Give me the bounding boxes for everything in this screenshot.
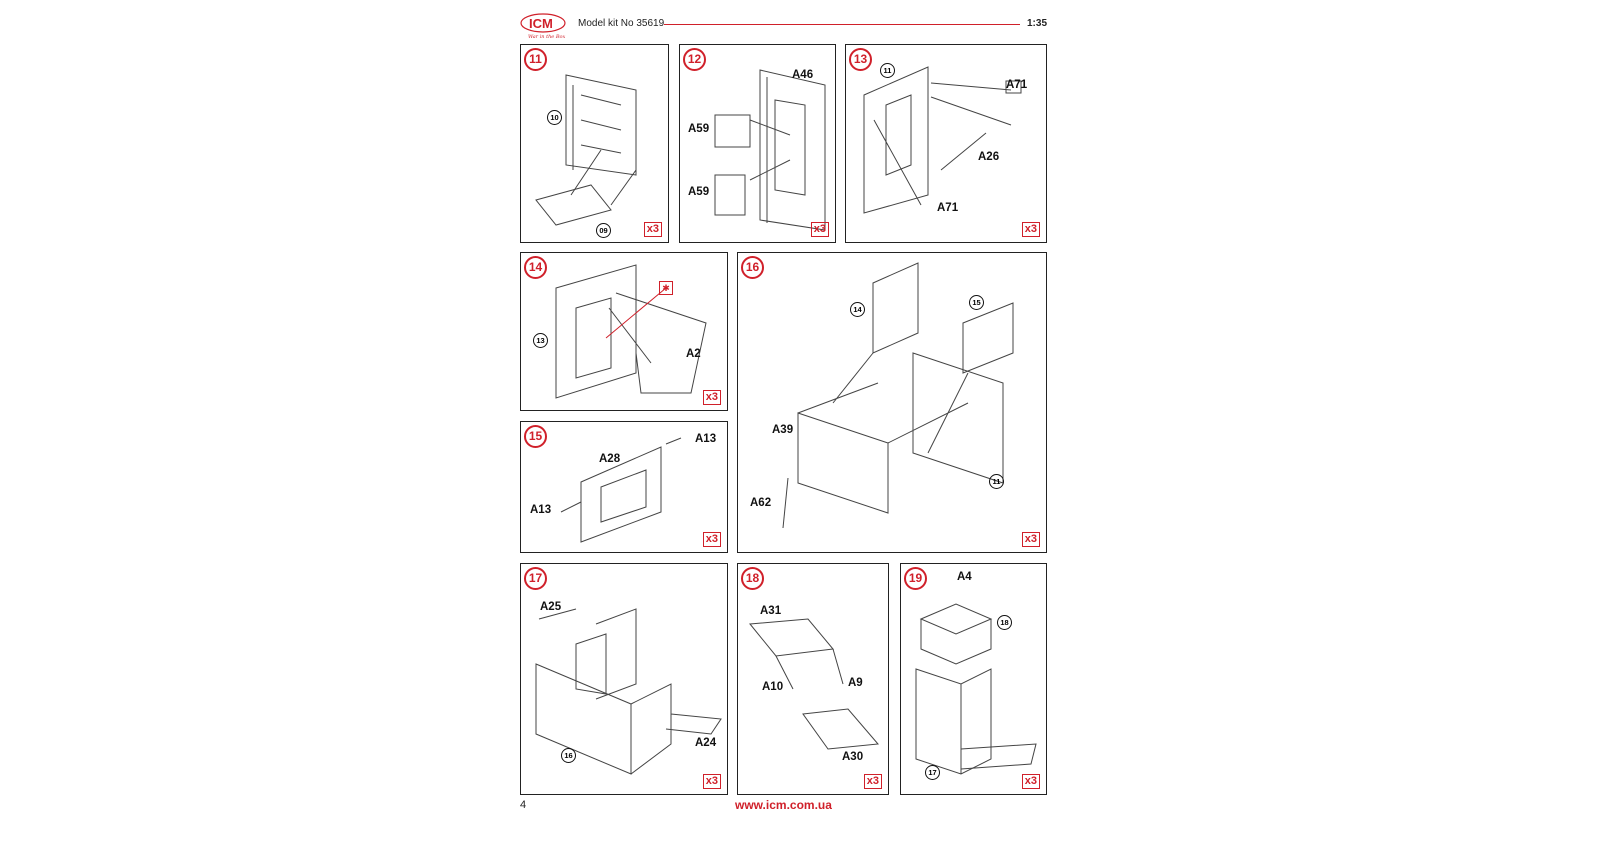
icm-logo: ICM [519, 12, 571, 38]
step-12-panel: 12 A46 A59 A59 x3 [679, 44, 836, 243]
multiplier-badge: x3 [863, 774, 882, 789]
part-label: A59 [688, 123, 710, 135]
part-label: A4 [957, 571, 972, 583]
step-13-drawing [863, 66, 1022, 214]
step-14-drawing [555, 264, 707, 399]
step-11-drawing [535, 74, 637, 226]
header-rule [664, 24, 1020, 25]
part-label: A39 [772, 424, 794, 436]
ref-part: 09 [596, 223, 611, 238]
part-label: A25 [540, 601, 562, 613]
ref-part: 14 [850, 302, 865, 317]
logo-tagline: War in the Box [528, 34, 566, 40]
step-16-drawing [782, 262, 1014, 529]
step-number: 19 [904, 567, 927, 590]
multiplier-badge: x3 [1021, 774, 1040, 789]
svg-text:ICM: ICM [529, 16, 553, 31]
part-label: A26 [978, 151, 1000, 163]
step-17-panel: 17 A25 A24 16 x3 [520, 563, 728, 795]
part-label: A13 [695, 433, 717, 445]
multiplier-badge: x3 [810, 222, 829, 237]
part-label: A62 [750, 497, 772, 509]
step-15-panel: 15 A13 A28 A13 x3 [520, 421, 728, 553]
step-number: 17 [524, 567, 547, 590]
part-label: A71 [937, 202, 959, 214]
multiplier-badge: x3 [1021, 532, 1040, 547]
step-number: 12 [683, 48, 706, 71]
step-11-panel: 11 10 09 x3 [520, 44, 669, 243]
step-18-panel: 18 A31 A10 A9 A30 x3 [737, 563, 889, 795]
glue-icon: ✱ [659, 281, 673, 295]
website-link[interactable]: www.icm.com.ua [735, 798, 832, 812]
part-label: A46 [792, 69, 814, 81]
step-13-panel: 13 11 A71 A26 A71 x3 [845, 44, 1047, 243]
step-12-drawing [714, 69, 826, 231]
part-label: A28 [599, 453, 621, 465]
multiplier-badge: x3 [702, 532, 721, 547]
step-number: 14 [524, 256, 547, 279]
multiplier-badge: x3 [643, 222, 662, 237]
step-16-panel: 16 14 15 11 A39 A62 x3 [737, 252, 1047, 553]
ref-part: 10 [547, 110, 562, 125]
multiplier-badge: x3 [1021, 222, 1040, 237]
step-19-drawing [915, 603, 1037, 775]
page-number: 4 [520, 799, 527, 811]
multiplier-badge: x3 [702, 390, 721, 405]
part-label: A2 [686, 348, 701, 360]
part-label: A24 [695, 737, 717, 749]
step-number: 13 [849, 48, 872, 71]
part-label: A13 [530, 504, 552, 516]
part-label: A71 [1006, 79, 1028, 91]
multiplier-badge: x3 [702, 774, 721, 789]
step-number: 16 [741, 256, 764, 279]
step-19-panel: 19 A4 18 17 x3 [900, 563, 1047, 795]
ref-part: 16 [561, 748, 576, 763]
ref-part: 13 [533, 333, 548, 348]
step-number: 15 [524, 425, 547, 448]
step-18-drawing [749, 618, 880, 750]
part-label: A59 [688, 186, 710, 198]
ref-part: 17 [925, 765, 940, 780]
step-number: 11 [524, 48, 547, 71]
step-15-drawing [560, 437, 682, 543]
step-number: 18 [741, 567, 764, 590]
part-label: A30 [842, 751, 864, 763]
kit-title: Model kit No 35619 [578, 18, 665, 29]
ref-part: 11 [880, 63, 895, 78]
part-label: A31 [760, 605, 782, 617]
part-label: A9 [848, 677, 863, 689]
step-17-drawing [535, 608, 722, 775]
ref-part: 11 [989, 474, 1004, 489]
part-label: A10 [762, 681, 784, 693]
ref-part: 15 [969, 295, 984, 310]
ref-part: 18 [997, 615, 1012, 630]
scale-label: 1:35 [1027, 18, 1048, 29]
step-14-panel: ✱ 14 13 A2 x3 [520, 252, 728, 411]
